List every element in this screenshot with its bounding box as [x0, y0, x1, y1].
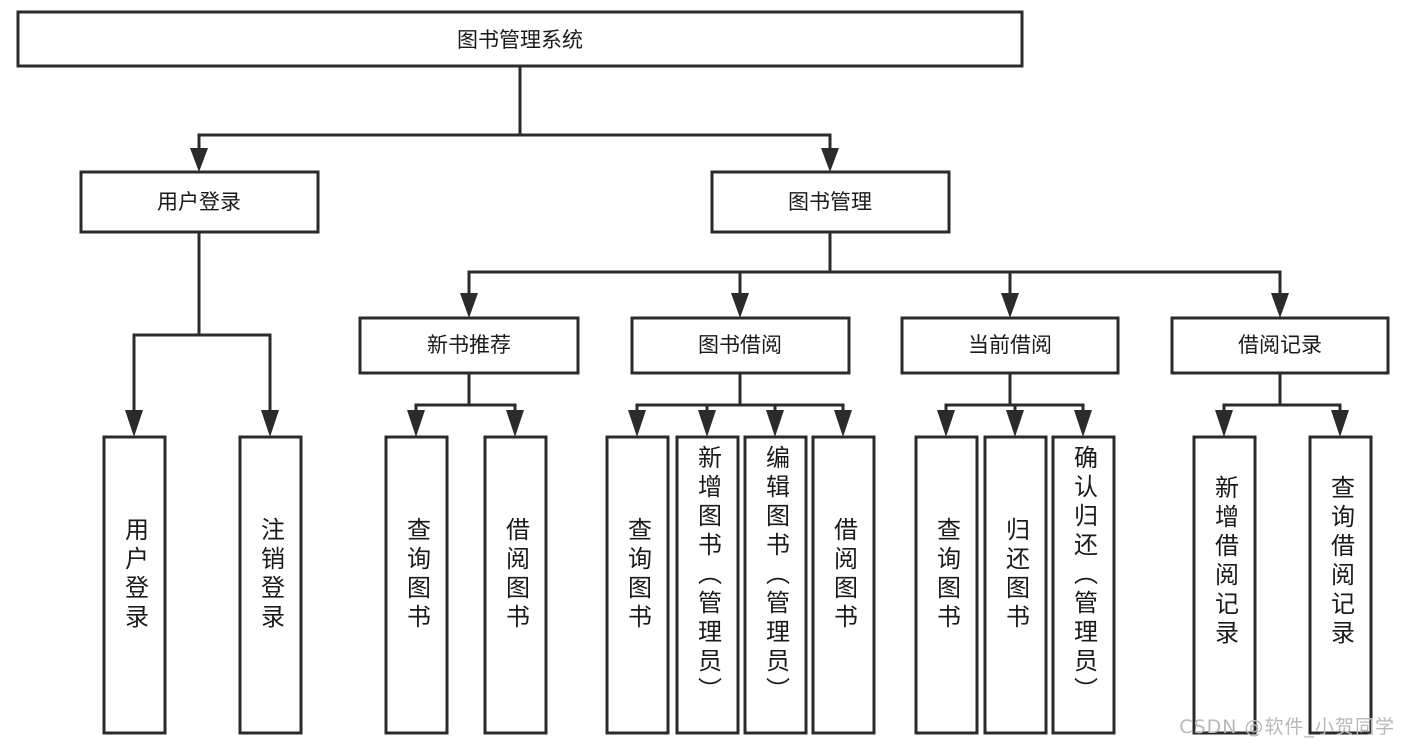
arrow-to-book-manage — [821, 148, 839, 172]
arrow-leaf-borrow-3 — [766, 410, 784, 437]
leaf-box-borrow-1[interactable] — [605, 435, 670, 735]
node-book-borrow[interactable]: 图书借阅 — [630, 316, 851, 375]
node-new-book-recommend-label: 新书推荐 — [427, 333, 511, 357]
leaf-box-current-3[interactable] — [1051, 435, 1116, 735]
node-current-borrow-label: 当前借阅 — [968, 333, 1052, 357]
arrow-leaf-borrow-4 — [834, 410, 852, 437]
node-root[interactable]: 图书管理系统 — [16, 10, 1024, 68]
arrow-leaf-current-3 — [1074, 410, 1092, 437]
leaf-box-user-login-2[interactable] — [238, 435, 303, 735]
arrow-level2-2 — [731, 293, 749, 318]
leaf-box-newbook-2[interactable] — [483, 435, 548, 735]
arrow-level2-4 — [1271, 293, 1289, 318]
node-borrow-records-label: 借阅记录 — [1238, 333, 1322, 357]
node-new-book-recommend[interactable]: 新书推荐 — [358, 316, 580, 375]
arrow-leaf-borrow-1 — [628, 410, 646, 437]
arrow-leaf-user-login-1 — [125, 410, 143, 437]
node-root-box[interactable] — [16, 10, 1024, 68]
node-user-login-box[interactable] — [79, 170, 320, 234]
connector-group — [125, 64, 1349, 437]
node-book-borrow-box[interactable] — [630, 316, 851, 375]
node-user-login-label: 用户登录 — [157, 190, 241, 214]
leaf-box-current-1[interactable] — [914, 435, 979, 735]
leaf-box-current-2[interactable] — [983, 435, 1048, 735]
node-book-manage-label: 图书管理 — [788, 190, 872, 214]
leaf-box-user-login-1[interactable] — [102, 435, 167, 735]
leaf-box-borrow-4[interactable] — [811, 435, 876, 735]
arrow-level2-1 — [460, 293, 478, 318]
arrow-leaf-user-login-2 — [261, 410, 279, 437]
arrow-leaf-current-2 — [1006, 410, 1024, 437]
leaf-box-borrow-3[interactable] — [743, 435, 808, 735]
arrow-leaf-records-1 — [1215, 410, 1233, 437]
node-borrow-records[interactable]: 借阅记录 — [1170, 316, 1390, 375]
arrow-leaf-current-1 — [937, 410, 955, 437]
node-new-book-recommend-box[interactable] — [358, 316, 580, 375]
node-book-manage-box[interactable] — [710, 170, 951, 234]
arrow-to-user-login — [190, 148, 208, 172]
leaf-box-newbook-1[interactable] — [384, 435, 449, 735]
node-book-borrow-label: 图书借阅 — [698, 333, 782, 357]
node-user-login[interactable]: 用户登录 — [79, 170, 320, 234]
node-book-manage[interactable]: 图书管理 — [710, 170, 951, 234]
leaf-box-records-1[interactable] — [1192, 435, 1257, 735]
csdn-watermark: CSDN @软件_小贺同学 — [1179, 716, 1395, 738]
arrow-level2-3 — [1001, 293, 1019, 318]
leaf-boxes-group — [102, 435, 1373, 735]
node-current-borrow[interactable]: 当前借阅 — [900, 316, 1120, 375]
node-root-label: 图书管理系统 — [457, 28, 583, 52]
arrow-leaf-newbook-2 — [506, 410, 524, 437]
node-current-borrow-box[interactable] — [900, 316, 1120, 375]
leaf-box-borrow-2[interactable] — [675, 435, 740, 735]
arrow-leaf-records-2 — [1331, 410, 1349, 437]
arrow-leaf-borrow-2 — [698, 410, 716, 437]
leaf-box-records-2[interactable] — [1308, 435, 1373, 735]
arrow-leaf-newbook-1 — [407, 410, 425, 437]
node-borrow-records-box[interactable] — [1170, 316, 1390, 375]
